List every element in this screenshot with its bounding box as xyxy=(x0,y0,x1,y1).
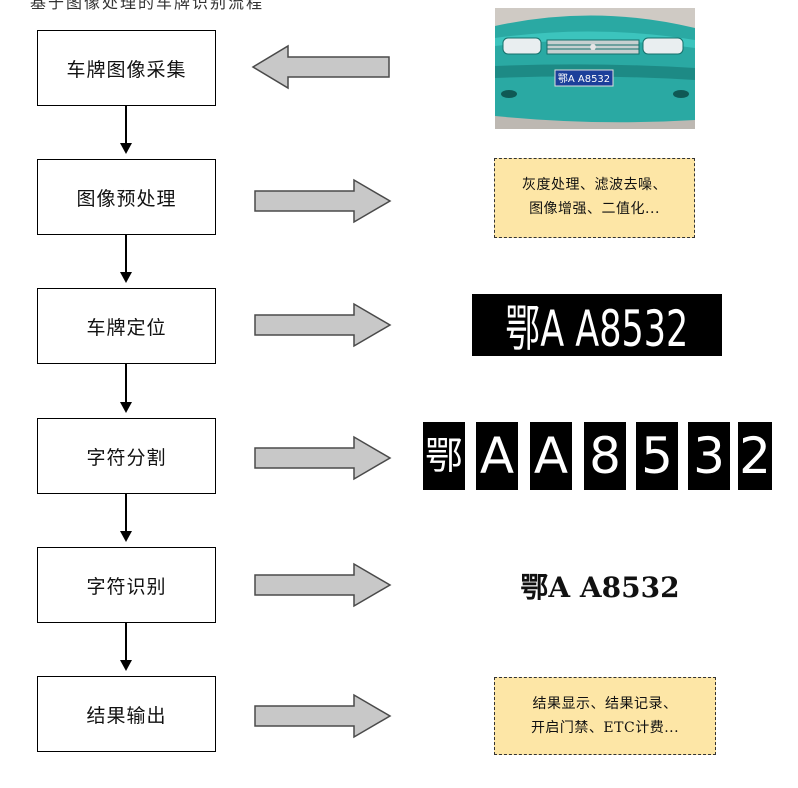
output-note-line2: 开启门禁、ETC计费... xyxy=(530,720,680,736)
connector-line-1 xyxy=(125,106,127,143)
connector-arrowhead-5 xyxy=(120,660,132,671)
step-plate-localization: 车牌定位 xyxy=(37,288,216,364)
connector-line-5 xyxy=(125,623,127,660)
title-fragment: 基于图像处理的车牌识别流程 xyxy=(30,0,265,12)
located-plate-text: 鄂A A8532 xyxy=(505,300,689,358)
connector-line-3 xyxy=(125,364,127,402)
step-result-output: 结果输出 xyxy=(37,676,216,752)
car-photo: 鄂A A8532 xyxy=(495,8,695,129)
output-note-line1: 结果显示、结果记录、 xyxy=(532,696,678,712)
output-arrow-result xyxy=(254,693,392,739)
connector-arrowhead-3 xyxy=(120,402,132,413)
step-character-segmentation: 字符分割 xyxy=(37,418,216,494)
step-character-recognition: 字符识别 xyxy=(37,547,216,623)
step-preprocessing: 图像预处理 xyxy=(37,159,216,235)
input-arrow-left xyxy=(251,44,390,90)
output-arrow-localization xyxy=(254,302,392,348)
output-arrow-segmentation xyxy=(254,435,392,481)
preprocess-note: 灰度处理、滤波去噪、 图像增强、二值化... xyxy=(494,158,695,238)
segment-char-4: 8 xyxy=(584,422,626,490)
connector-line-4 xyxy=(125,494,127,531)
output-arrow-preprocess xyxy=(254,178,392,224)
step-image-capture: 车牌图像采集 xyxy=(37,30,216,106)
segment-char-3: A xyxy=(530,422,572,490)
output-note: 结果显示、结果记录、 开启门禁、ETC计费... xyxy=(494,677,716,755)
located-plate-image: 鄂A A8532 xyxy=(472,294,722,358)
preprocess-note-line2: 图像增强、二值化... xyxy=(529,201,660,217)
car-illustration: 鄂A A8532 xyxy=(495,8,695,129)
connector-arrowhead-4 xyxy=(120,531,132,542)
photo-plate-text: 鄂A A8532 xyxy=(558,73,610,85)
preprocess-note-line1: 灰度处理、滤波去噪、 xyxy=(522,177,667,193)
segment-char-6: 3 xyxy=(688,422,730,490)
output-arrow-recognition xyxy=(254,562,392,608)
connector-line-2 xyxy=(125,235,127,272)
connector-arrowhead-1 xyxy=(120,143,132,154)
segment-char-2: A xyxy=(476,422,518,490)
recognized-plate-text: 鄂A A8532 xyxy=(520,571,680,604)
segment-char-1: 鄂 xyxy=(423,422,465,490)
connector-arrowhead-2 xyxy=(120,272,132,283)
segment-char-7: 2 xyxy=(738,422,772,490)
segment-char-5: 5 xyxy=(636,422,678,490)
